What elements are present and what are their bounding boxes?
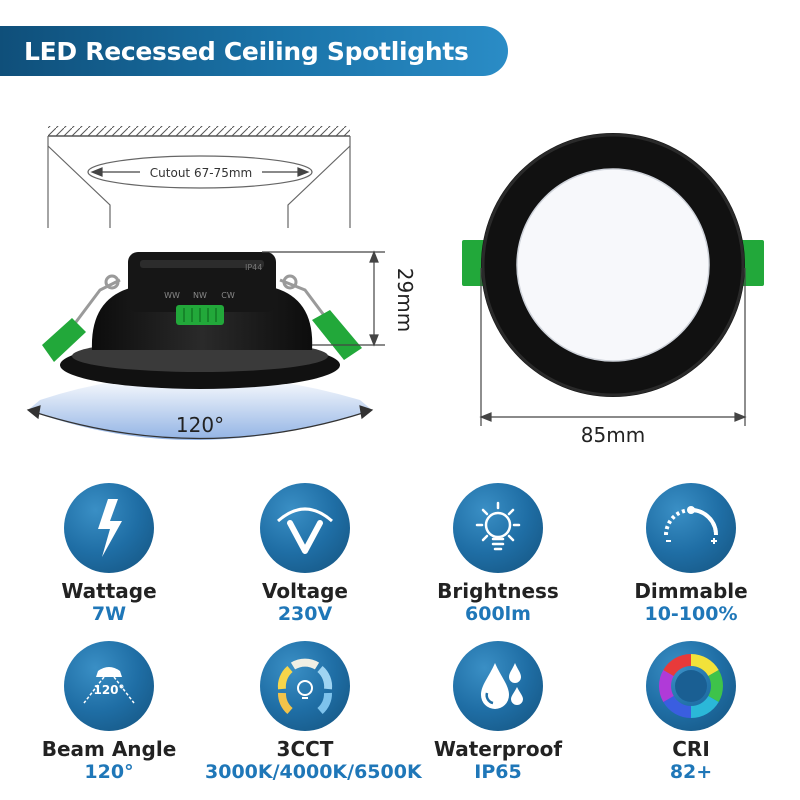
title-banner: LED Recessed Ceiling Spotlights [0,26,508,76]
side-view-light: IP44 WW NW CW [28,252,372,440]
cct-label-nw: NW [193,291,207,300]
beam-angle-icon-text: 120° [93,683,124,697]
bulb-icon [475,501,521,551]
feature-name: Beam Angle [41,737,177,761]
left-green-clip [42,318,86,362]
beam-angle-arc [26,405,374,440]
dimmer-icon [664,506,718,544]
feature-cri: CRI 82+ [591,641,791,783]
feature-name: Wattage [61,579,157,603]
ceiling-hatch [48,126,350,137]
feature-brightness: Brightness 600lm [398,483,598,625]
feature-name: Voltage [262,579,348,603]
feature-value: 3000K/4000K/6500K [205,761,422,783]
left-spring-clip [68,274,121,331]
beam-angle-icon: 120° [83,667,135,704]
feature-name: Dimmable [634,579,748,603]
ceiling-outline [47,136,351,228]
color-temperature-icon [277,658,333,715]
front-right-clip [740,240,764,286]
feature-value: 230V [277,603,333,625]
housing-marks: IP44 [245,263,262,272]
feature-icon-circle [453,483,543,573]
right-green-clip [312,310,362,360]
feature-name: Waterproof [433,737,563,761]
feature-icon-circle [260,641,350,731]
feature-3cct: 3CCT 3000K/4000K/6500K [205,641,422,783]
feature-icon-circle [646,641,736,731]
front-view-light [462,133,764,397]
cutout-label: Cutout 67-75mm [150,166,252,180]
beam-angle-label: 120° [176,413,224,437]
feature-icon-circle: 120° [64,641,154,731]
feature-icon-circle [646,483,736,573]
feature-name: 3CCT [276,737,334,761]
feature-icon-circle [64,483,154,573]
feature-value: 82+ [669,761,713,783]
page-title: LED Recessed Ceiling Spotlights [24,36,469,66]
height-dimension [262,250,385,347]
feature-voltage: Voltage 230V [205,483,405,625]
feature-name: Brightness [437,579,559,603]
width-label: 85mm [581,423,645,447]
feature-icon-circle [453,641,543,731]
height-label: 29mm [393,268,417,332]
voltage-icon [277,507,333,554]
feature-name: CRI [672,737,710,761]
product-diagram: Cutout 67-75mm IP44 WW NW CW [26,126,764,447]
lightning-icon [98,499,122,557]
feature-icon-circle [260,483,350,573]
feature-beam-angle: 120° Beam Angle 120° [9,641,209,783]
front-left-clip [462,240,486,286]
feature-dimmable: Dimmable 10-100% [591,483,791,625]
feature-wattage: Wattage 7W [9,483,209,625]
cct-label-ww: WW [164,291,180,300]
cutout-dimension-arrow [90,167,310,177]
feature-value: 600lm [465,603,531,625]
water-drops-icon [481,663,523,709]
cct-label-cw: CW [221,291,235,300]
width-dimension [479,268,747,426]
feature-value: 120° [84,761,134,783]
feature-value: 7W [91,603,127,625]
feature-value: 10-100% [644,603,738,625]
feature-value: IP65 [474,761,522,783]
feature-waterproof: Waterproof IP65 [398,641,598,783]
color-wheel-icon [659,654,723,718]
